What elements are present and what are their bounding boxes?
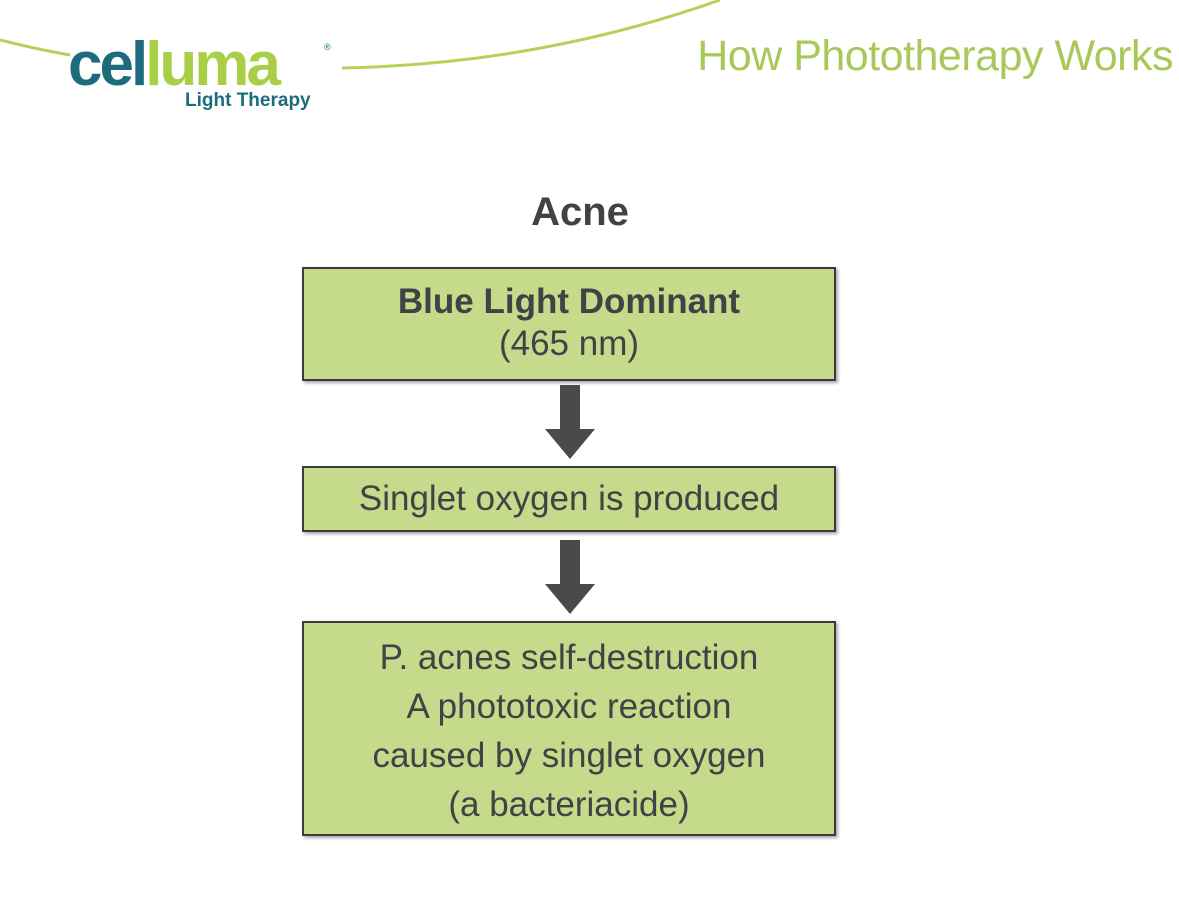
box-line: (465 nm) xyxy=(498,324,640,363)
logo-word-part2: luma xyxy=(145,30,281,99)
logo-word-part1: cel xyxy=(68,30,148,99)
logo-wordmark: celluma xyxy=(68,30,281,100)
flow-box-singlet-oxygen: Singlet oxygen is produced xyxy=(302,466,836,532)
box-line: (a bacteriacide) xyxy=(448,785,690,824)
flow-box-blue-light: Blue Light Dominant (465 nm) xyxy=(302,267,836,381)
header-swoosh xyxy=(0,0,721,70)
flow-box-p-acnes: P. acnes self-destruction A phototoxic r… xyxy=(302,621,836,836)
box-line: caused by singlet oxygen xyxy=(372,736,766,775)
box-line: Blue Light Dominant xyxy=(397,282,741,321)
slide-title: How Phototherapy Works xyxy=(697,32,1173,80)
down-arrow-icon xyxy=(545,540,595,614)
box-line: A phototoxic reaction xyxy=(406,687,732,726)
registered-mark: ® xyxy=(324,42,331,52)
box-line: P. acnes self-destruction xyxy=(379,638,759,677)
logo-tagline: Light Therapy xyxy=(185,90,311,111)
diagram-heading: Acne xyxy=(531,190,629,234)
box-line: Singlet oxygen is produced xyxy=(358,479,780,518)
celluma-logo: celluma ® Light Therapy xyxy=(68,30,338,116)
down-arrow-icon xyxy=(545,385,595,459)
